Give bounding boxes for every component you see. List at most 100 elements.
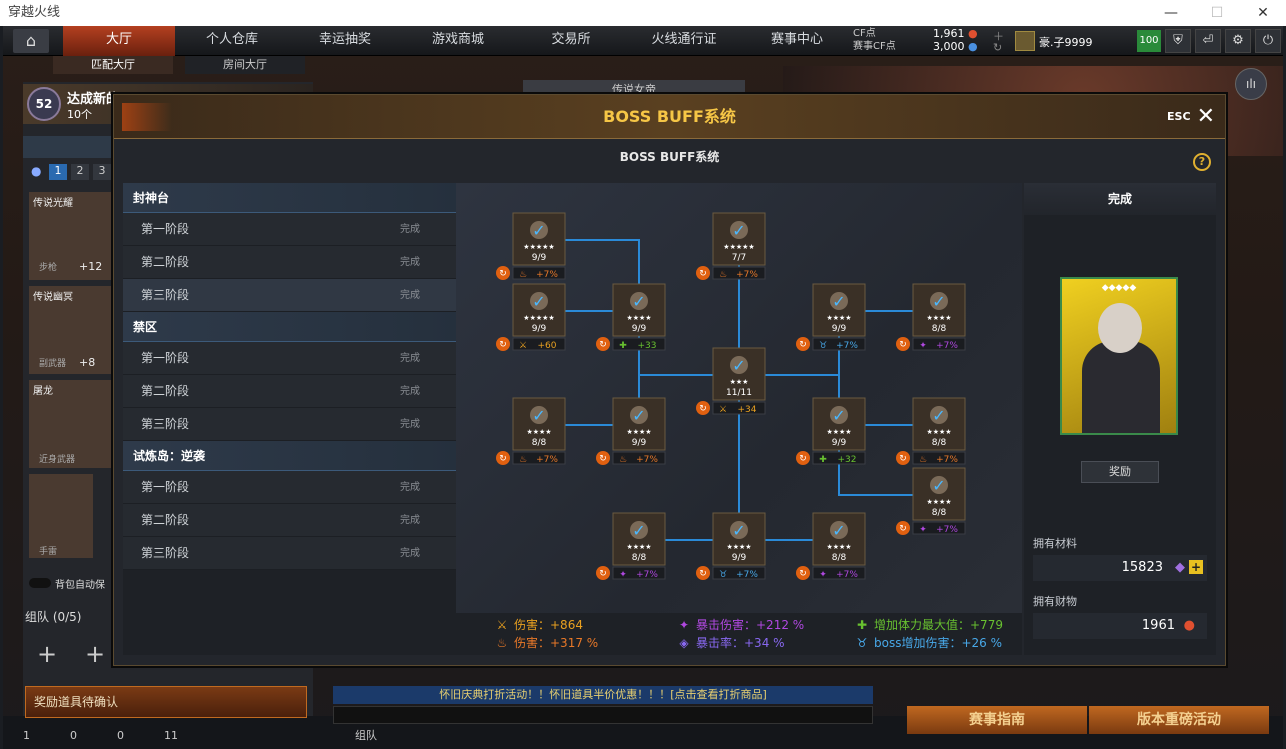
exit-icon[interactable]: ⏎ <box>1195 29 1221 53</box>
add-cf-icon[interactable]: ＋ <box>993 30 1004 43</box>
match-guide-button[interactable]: 赛事指南 <box>907 706 1087 734</box>
upgrade-icon[interactable] <box>896 451 910 465</box>
tab-5[interactable]: 火线通行证 <box>651 32 717 47</box>
item-slot-grenade[interactable]: 手雷 <box>29 474 93 558</box>
stage-row[interactable]: 第一阶段完成 <box>123 342 456 375</box>
stage-row[interactable]: 第二阶段完成 <box>123 375 456 408</box>
achievement-level-badge: 52 <box>27 87 61 121</box>
loadout-tab-3[interactable]: 3 <box>93 164 111 180</box>
stage-label: 第三阶段 <box>141 417 190 431</box>
power-icon[interactable]: ⏻ <box>1255 29 1281 53</box>
chat-input[interactable] <box>333 706 873 724</box>
buff-node[interactable]: ✓★★★★8/8↻♨+7% <box>496 397 566 465</box>
stage-row[interactable]: 第三阶段完成 <box>123 408 456 441</box>
upgrade-icon[interactable] <box>696 266 710 280</box>
stage-row[interactable]: 第二阶段完成 <box>123 504 456 537</box>
node-bonus: +7% <box>836 570 858 580</box>
stage-row[interactable]: 第一阶段完成 <box>123 471 456 504</box>
buff-node[interactable]: ✓★★★★★9/9↻⚔+60 <box>496 283 566 351</box>
buff-node[interactable]: ✓★★★★8/8↻✦+7% <box>596 512 666 580</box>
buff-node[interactable]: ✓★★★★9/9↻♨+7% <box>596 397 666 465</box>
tab-match-lobby[interactable]: 匹配大厅 <box>53 56 173 74</box>
tab-room-lobby[interactable]: 房间大厅 <box>185 56 305 74</box>
weapon3-type: 近身武器 <box>39 455 76 465</box>
avatar[interactable] <box>1015 31 1035 51</box>
upgrade-icon[interactable] <box>896 521 910 535</box>
upgrade-icon[interactable] <box>896 337 910 351</box>
upgrade-icon[interactable] <box>796 337 810 351</box>
cf-values: 1,961 ● 3,000 ● <box>933 27 978 53</box>
weapon-slot-melee[interactable]: 屠龙 近身武器 <box>29 380 113 468</box>
upgrade-icon[interactable] <box>696 401 710 415</box>
help-icon[interactable]: ? <box>1193 153 1211 171</box>
buff-node[interactable]: ✓★★★★9/9↻✚+33 <box>596 283 666 351</box>
tab-0[interactable]: 大厅 <box>63 26 175 56</box>
add-materials-button[interactable]: + <box>1189 560 1203 574</box>
upgrade-icon[interactable] <box>596 451 610 465</box>
buff-node[interactable]: ✓★★★11/11↻⚔+34 <box>696 347 766 415</box>
tab-6[interactable]: 赛事中心 <box>770 32 823 47</box>
username: 豪.子9999 <box>1039 36 1093 49</box>
buff-node[interactable]: ✓★★★★9/9↻♉+7% <box>796 283 866 351</box>
refresh-icon[interactable]: ↻ <box>993 41 1003 54</box>
update-event-button[interactable]: 版本重磅活动 <box>1089 706 1269 734</box>
upgrade-arrow-icon: ↻ <box>599 454 607 464</box>
buff-node[interactable]: ✓★★★★8/8↻✦+7% <box>796 512 866 580</box>
upgrade-icon[interactable] <box>696 566 710 580</box>
loadout-tab-2[interactable]: 2 <box>71 164 89 180</box>
maximize-button[interactable]: ☐ <box>1210 5 1224 21</box>
backpack-toggle[interactable]: 背包自动保 <box>29 576 119 592</box>
buff-node[interactable]: ✓★★★★★9/9↻♨+7% <box>496 212 566 280</box>
weapon-slot-primary[interactable]: 传说光耀 步枪 +12 <box>29 192 113 280</box>
stage-row[interactable]: 第一阶段完成 <box>123 213 456 246</box>
heal-icon: ✚ <box>819 455 827 465</box>
shield-icon[interactable]: ⛨ <box>1165 29 1191 53</box>
stats-icon[interactable]: ılı <box>1235 68 1267 100</box>
tab-2[interactable]: 幸运抽奖 <box>318 32 371 47</box>
buff-node[interactable]: ✓★★★★★7/7↻♨+7% <box>696 212 766 280</box>
upgrade-icon[interactable] <box>796 566 810 580</box>
reward-button[interactable]: 奖励 <box>1081 461 1159 483</box>
section-header-0[interactable]: 封神台 <box>123 183 456 213</box>
upgrade-icon[interactable] <box>496 266 510 280</box>
reward-confirm-button[interactable]: 奖励道具待确认 <box>25 686 307 718</box>
upgrade-icon[interactable] <box>796 451 810 465</box>
node-bonus: +7% <box>636 570 658 580</box>
buff-node[interactable]: ✓★★★★9/9↻✚+32 <box>796 397 866 465</box>
node-progress: 9/9 <box>532 324 547 334</box>
upgrade-icon[interactable] <box>496 451 510 465</box>
section-header-1[interactable]: 禁区 <box>123 312 456 342</box>
upgrade-icon[interactable] <box>596 337 610 351</box>
home-icon[interactable]: ⌂ <box>13 29 49 53</box>
tab-4[interactable]: 交易所 <box>551 32 591 47</box>
buff-node[interactable]: ✓★★★★8/8↻✦+7% <box>896 467 966 535</box>
stage-row[interactable]: 第三阶段完成 <box>123 537 456 570</box>
loadout-tab-1[interactable]: 1 <box>49 164 67 180</box>
crit-icon: ✦ <box>819 570 827 580</box>
tab-3[interactable]: 游戏商城 <box>431 32 484 47</box>
stage-row[interactable]: 第二阶段完成 <box>123 246 456 279</box>
section-header-2[interactable]: 试炼岛：逆袭 <box>123 441 456 471</box>
buff-node[interactable]: ✓★★★★8/8↻✦+7% <box>896 283 966 351</box>
stage-status: 完成 <box>400 482 420 493</box>
upgrade-icon[interactable] <box>596 566 610 580</box>
gear-icon[interactable]: ⚙ <box>1225 29 1251 53</box>
node-stars: ★★★★ <box>726 543 751 551</box>
node-bonus-box <box>612 451 666 465</box>
add-member-icon-2[interactable]: + <box>85 640 106 668</box>
weapon3-label: 屠龙 <box>33 386 53 397</box>
add-member-icon[interactable]: + <box>37 640 58 668</box>
stage-row[interactable]: 第三阶段完成 <box>123 279 456 312</box>
minimize-button[interactable]: — <box>1164 5 1178 21</box>
buff-node[interactable]: ✓★★★★8/8↻♨+7% <box>896 397 966 465</box>
team-chat-tab[interactable]: 组队 <box>355 726 425 746</box>
close-window-button[interactable]: ✕ <box>1257 5 1269 21</box>
weapon-slot-secondary[interactable]: 传说幽冥 副武器 +8 <box>29 286 113 374</box>
upgrade-icon[interactable] <box>496 337 510 351</box>
tab-1[interactable]: 个人仓库 <box>205 32 258 47</box>
buff-node[interactable]: ✓★★★★9/9↻♉+7% <box>696 512 766 580</box>
esc-close-button[interactable]: ESC✕ <box>1167 105 1215 129</box>
event-notice[interactable]: 怀旧庆典打折活动！！怀旧道具半价优惠！！！[点击查看打折商品] <box>333 686 873 704</box>
node-stars: ★★★★ <box>826 428 851 436</box>
stat-damage-pct-label: 伤害：+317 % <box>514 636 599 650</box>
